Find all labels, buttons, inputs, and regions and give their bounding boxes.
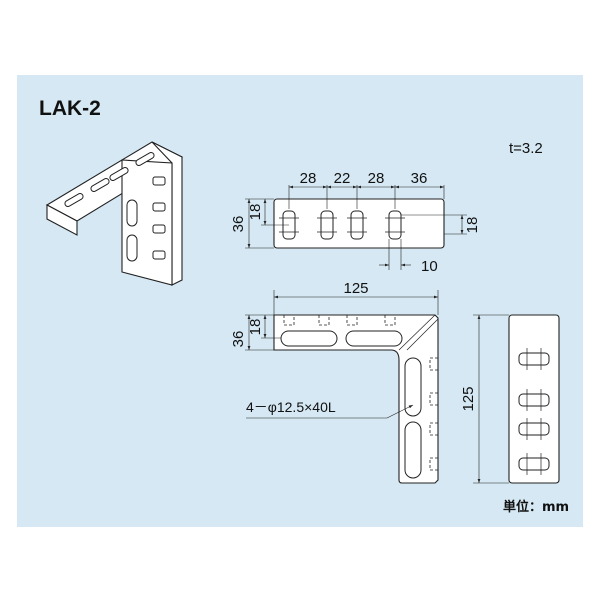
front-dim-width-left: 36 (230, 331, 247, 348)
dim-spacing-3: 28 (368, 170, 385, 187)
thickness-note: t=3.2 (509, 140, 543, 157)
dim-spacing-1: 28 (300, 170, 317, 187)
product-code: LAK-2 (39, 97, 101, 120)
top-view: 28 22 28 36 36 18 18 10 (230, 170, 481, 275)
dim-overall-width: 125 (343, 280, 368, 297)
top-view-slots (279, 210, 405, 240)
hole-callout: 4－φ12.5×40L (246, 399, 336, 415)
dim-height-right: 18 (464, 217, 481, 234)
isometric-view (45, 141, 184, 286)
dim-overall-height: 125 (460, 386, 477, 411)
dim-width-left: 36 (230, 216, 247, 233)
technical-drawing: LAK-2 t=3.2 単位：mm (39, 97, 569, 515)
dim-height-left-inner: 18 (247, 204, 264, 221)
front-view: 125 36 18 4－φ12.5×40L (230, 280, 439, 484)
dim-offset-bottom: 10 (421, 258, 438, 275)
dim-spacing-2: 22 (334, 170, 351, 187)
front-dim-height-left-inner: 18 (247, 319, 264, 336)
side-view: 125 (460, 314, 560, 484)
unit-label: 単位：mm (503, 499, 569, 515)
drawing-sheet: LAK-2 t=3.2 単位：mm (17, 75, 583, 527)
dim-spacing-4: 36 (411, 170, 428, 187)
